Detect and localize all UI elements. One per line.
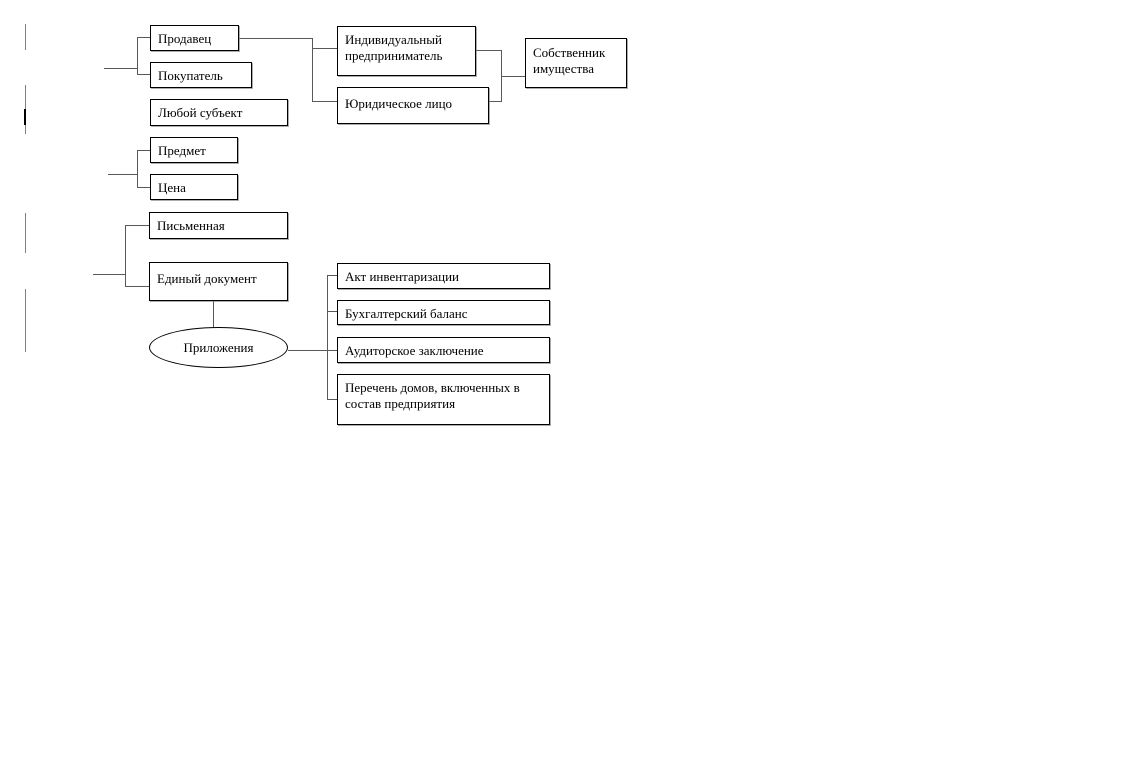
connector-line <box>137 150 138 188</box>
margin-change-bar <box>25 213 26 253</box>
margin-change-bar-dark <box>24 109 26 125</box>
node-attachment-inventory-act: Акт инвентаризации <box>337 263 550 289</box>
connector-line <box>239 38 312 39</box>
node-price: Цена <box>150 174 238 200</box>
node-attachment-balance-sheet: Бухгалтерский баланс <box>337 300 550 325</box>
connector-line <box>327 275 338 276</box>
connector-line <box>108 174 138 175</box>
node-seller: Продавец <box>150 25 239 51</box>
node-written-form: Письменная <box>149 212 288 239</box>
node-legal-entity: Юридическое лицо <box>337 87 489 124</box>
node-attachment-house-list: Перечень домов, включенных в состав пред… <box>337 374 550 425</box>
connector-line <box>104 68 138 69</box>
node-single-document: Единый документ <box>149 262 288 301</box>
node-attachments: Приложения <box>149 327 288 368</box>
connector-line <box>327 399 338 400</box>
connector-line <box>288 350 338 351</box>
connector-line <box>312 38 313 102</box>
node-individual-entrepreneur: Индивидуальный предприниматель <box>337 26 476 76</box>
connector-line <box>125 225 150 226</box>
connector-line <box>476 50 502 51</box>
node-buyer: Покупатель <box>150 62 252 88</box>
connector-line <box>312 101 338 102</box>
connector-line <box>125 286 150 287</box>
node-subject: Предмет <box>150 137 238 163</box>
connector-line <box>93 274 126 275</box>
node-property-owner: Собственник имущества <box>525 38 627 88</box>
connector-line <box>125 225 126 287</box>
connector-line <box>501 76 526 77</box>
connector-line <box>137 187 151 188</box>
connector-line <box>137 74 151 75</box>
connector-line <box>489 101 502 102</box>
node-any-subject: Любой субъект <box>150 99 288 126</box>
connector-line <box>137 150 151 151</box>
connector-line <box>327 275 328 400</box>
margin-change-bar <box>25 24 26 50</box>
connector-line <box>327 311 338 312</box>
connector-line <box>312 48 338 49</box>
connector-line <box>137 37 138 75</box>
node-attachment-audit-report: Аудиторское заключение <box>337 337 550 363</box>
connector-line <box>213 300 214 328</box>
margin-change-bar <box>25 289 26 352</box>
connector-line <box>137 37 151 38</box>
